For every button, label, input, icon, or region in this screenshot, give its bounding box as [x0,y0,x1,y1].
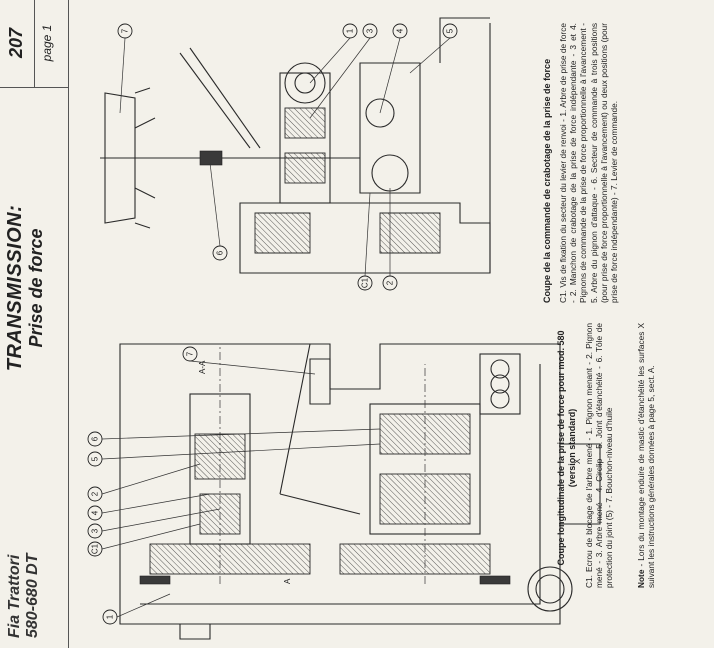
note-label: Note [636,569,646,588]
left-figure-callouts: 1 C1 3 4 2 5 6 7 [87,346,198,625]
section-header: TRANSMISSION: Prise de force [4,158,46,418]
callout-c1: C1 [91,543,100,554]
section-label-aa: A-A [198,360,207,374]
right-caption-text: C1. Vis de fixation du secteur du levier… [558,23,620,303]
pto-engagement-control-drawing: 7 1 3 4 5 6 C1 2 [100,17,491,291]
section-title: TRANSMISSION: [4,204,26,372]
page-number: 207 [6,27,26,59]
brand-header: Fia Trattori 580-680 DT [6,488,42,639]
note-text: - Lors du montage enduire de mastic d'ét… [636,323,657,588]
callout-6: 6 [91,436,100,441]
callout-4: 4 [91,510,100,515]
callout-3: 3 [91,528,100,533]
callout-r2: 2 [386,280,395,285]
arrow-a-label: A [283,578,292,584]
callout-1: 1 [106,614,115,619]
page-box-rule [34,0,35,88]
section-subtitle: Prise de force [26,228,46,348]
pto-longitudinal-section-drawing: 1 C1 3 4 2 5 6 7 A-A X A [87,343,601,640]
callout-2: 2 [91,491,100,496]
surface-x-label: X [573,458,582,464]
header-rule [68,0,69,648]
callout-7: 7 [186,351,195,356]
left-caption-text: C1. Ecrou de blocage de l'arbre mené - 1… [584,323,615,588]
callout-r5: 5 [446,28,455,33]
right-figure-callouts: 7 1 3 4 5 6 C1 2 [117,23,458,291]
callout-r6: 6 [216,250,225,255]
callout-5: 5 [91,456,100,461]
callout-r4: 4 [396,28,405,33]
right-caption-title: Coupe de la commande de crabotage de la … [542,58,552,303]
callout-rc1: C1 [361,277,370,288]
left-caption-title: Coupe longitudinale de la prise de force… [556,330,577,566]
brand-line-1: Fia Trattori [6,554,23,638]
callout-r3: 3 [366,28,375,33]
page-label: page 1 [40,24,54,62]
left-note: Note - Lors du montage enduire de mastic… [636,323,656,588]
callout-r1: 1 [346,28,355,33]
callout-r7: 7 [121,28,130,33]
brand-line-2: 580-680 DT [24,553,41,639]
